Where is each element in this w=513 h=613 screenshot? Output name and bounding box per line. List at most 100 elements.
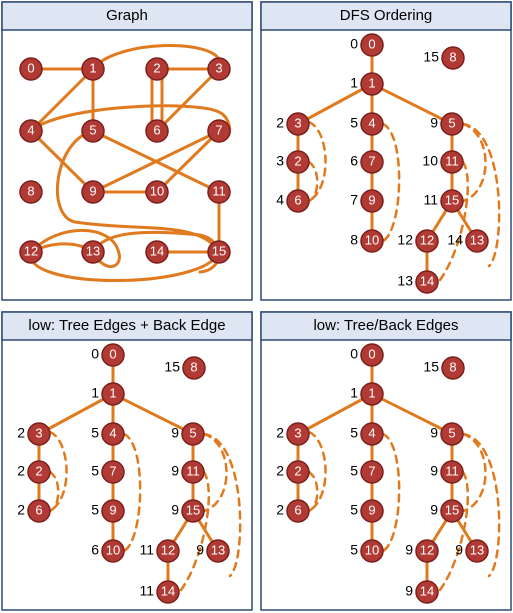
panel-low-tree-back-edges-header (260, 311, 512, 341)
dfs-number: 11 (423, 192, 438, 208)
node-circle (181, 460, 205, 484)
node-circle (440, 460, 464, 484)
dfs-number: 8 (350, 232, 358, 248)
graph-node: 5 (81, 119, 105, 143)
node-label: 11 (445, 153, 459, 168)
node-label: 4 (368, 115, 375, 130)
back-edge (307, 430, 327, 513)
node-label: 9 (368, 192, 375, 207)
node-circle (207, 57, 231, 81)
node-circle (101, 499, 125, 523)
node-circle (440, 422, 464, 446)
node-circle (27, 460, 51, 484)
node-circle (441, 356, 465, 380)
edge-3-6 (155, 67, 221, 133)
node-label: 8 (449, 359, 456, 374)
node-circle (207, 119, 231, 143)
edge-12-15 (29, 250, 221, 282)
node-label: 0 (109, 346, 116, 361)
low-value: 2 (276, 502, 284, 518)
node-circle (360, 539, 384, 563)
node-label: 3 (294, 425, 301, 440)
node-label: 7 (109, 463, 116, 478)
node-circle (360, 72, 384, 96)
low-value: 11 (139, 583, 154, 599)
graph-node: 7 (207, 119, 231, 143)
node-circle (360, 150, 384, 174)
panel-graph-title: Graph (106, 7, 148, 24)
node-circle (19, 180, 43, 204)
low-value: 2 (276, 425, 284, 441)
node-label: 14 (150, 243, 164, 258)
low-value: 9 (405, 583, 413, 599)
back-edge (48, 470, 60, 513)
dfs-number: 0 (350, 36, 358, 52)
node-label: 8 (449, 49, 456, 64)
node-circle (286, 150, 310, 174)
panel-graph: Graph 0 1 2 3 (1, 1, 253, 301)
node-circle (360, 229, 384, 253)
low-value: 9 (405, 542, 413, 558)
node-label: 3 (294, 115, 301, 130)
dfs-number: 6 (350, 153, 358, 169)
node-circle (81, 240, 105, 264)
dfs-number: 3 (276, 153, 284, 169)
dfs-number: 5 (350, 115, 358, 131)
low-value: 5 (91, 425, 99, 441)
node-label: 11 (445, 463, 459, 478)
dfs-number: 14 (447, 232, 463, 248)
node-circle (441, 46, 465, 70)
node-label: 1 (89, 60, 96, 75)
node-label: 13 (86, 243, 100, 258)
node-label: 1 (368, 75, 375, 90)
node-circle (19, 57, 43, 81)
low-value: 6 (91, 542, 99, 558)
low-value: 9 (430, 425, 438, 441)
back-edge (175, 470, 211, 597)
node-label: 4 (27, 122, 34, 137)
node-label: 11 (212, 183, 226, 198)
low-value: 0 (350, 346, 358, 362)
node-circle (156, 580, 180, 604)
back-edge (122, 432, 142, 553)
tree-edge (370, 392, 454, 436)
node-circle (207, 240, 231, 264)
dfs-number: 12 (397, 232, 413, 248)
graph-node: 3 (207, 57, 231, 81)
node-label: 15 (186, 502, 200, 517)
low-value: 5 (350, 463, 358, 479)
graph-node: 0 (19, 57, 43, 81)
node-label: 5 (189, 425, 196, 440)
graph-node: 10 (145, 180, 169, 204)
node-circle (415, 539, 439, 563)
back-edge (307, 160, 319, 203)
node-circle (465, 539, 489, 563)
low-value: 0 (91, 346, 99, 362)
tree-edge (37, 392, 115, 436)
low-value: 15 (423, 359, 439, 375)
low-value: 5 (91, 502, 99, 518)
